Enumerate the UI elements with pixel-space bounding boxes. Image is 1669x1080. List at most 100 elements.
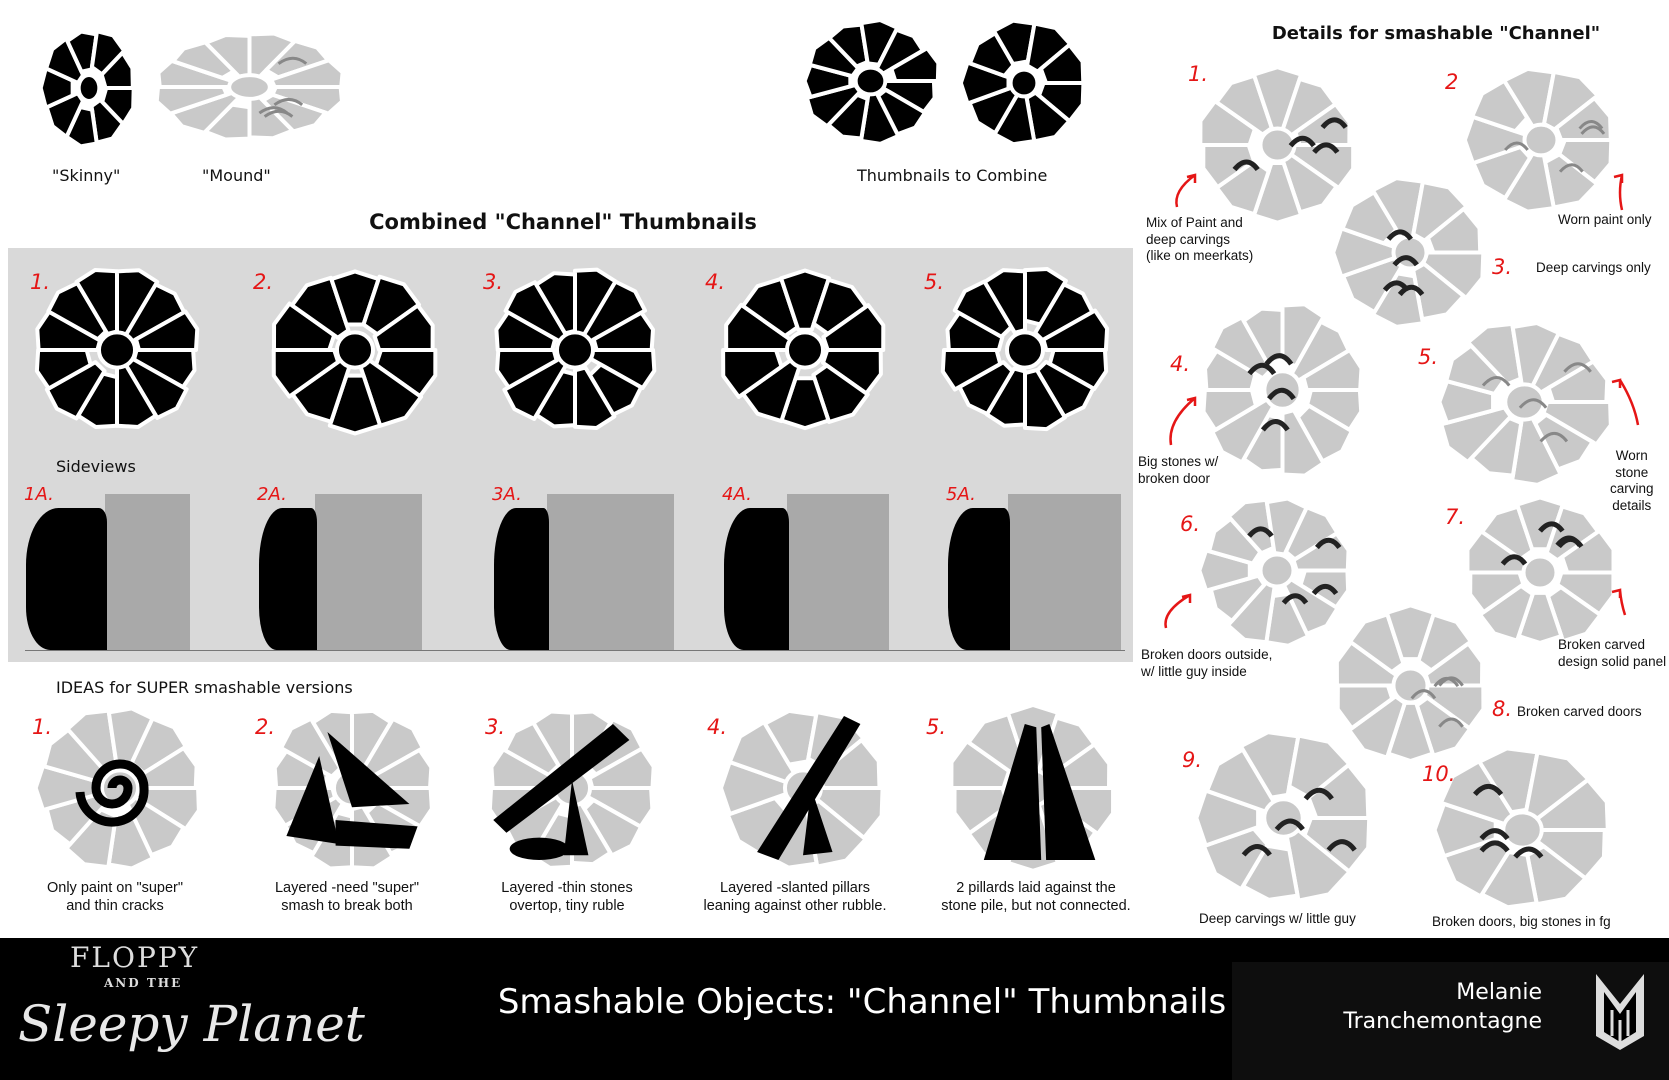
carving-mark bbox=[1518, 398, 1548, 409]
stone bbox=[96, 330, 138, 370]
stone bbox=[591, 310, 656, 352]
caption-line: leaning against other rubble. bbox=[703, 898, 887, 914]
ground-line bbox=[25, 650, 1125, 651]
stone bbox=[1041, 308, 1110, 352]
stone bbox=[957, 360, 1015, 416]
idea-number: 1. bbox=[32, 715, 53, 739]
note-line: Broken carved doors bbox=[1517, 704, 1642, 719]
ideas-title: IDEAS for SUPER smashable versions bbox=[56, 678, 353, 697]
carving-mark bbox=[1500, 554, 1528, 566]
stone bbox=[807, 35, 861, 79]
sideview-shadow bbox=[1008, 494, 1121, 650]
stone bbox=[495, 348, 559, 390]
stone bbox=[1554, 96, 1613, 142]
combine-thumbnail-a bbox=[802, 18, 941, 146]
stone bbox=[958, 60, 1011, 106]
stone bbox=[554, 330, 596, 370]
carving-mark bbox=[1326, 839, 1357, 852]
note-line: (like on meerkats) bbox=[1146, 248, 1254, 263]
idea-thumbnail-1 bbox=[33, 706, 201, 871]
carving-mark bbox=[1281, 593, 1309, 605]
detail-number: 1. bbox=[1188, 62, 1209, 86]
stone bbox=[1226, 497, 1276, 556]
carving-mark bbox=[1314, 537, 1342, 550]
note-line: Worn paint only bbox=[1558, 212, 1652, 227]
stone bbox=[503, 720, 561, 777]
stone bbox=[44, 360, 107, 421]
stone bbox=[949, 739, 1012, 790]
detail-number: 10. bbox=[1422, 762, 1456, 786]
stone bbox=[106, 810, 155, 871]
sideview-shadow bbox=[547, 494, 674, 650]
combine-thumbnail-b bbox=[958, 18, 1086, 147]
carving-mark bbox=[1563, 362, 1592, 373]
stone bbox=[740, 276, 800, 338]
author-name: Melanie Tranchemontagne bbox=[1343, 978, 1542, 1036]
sideview-number: 3A. bbox=[492, 484, 522, 505]
sideview-stones bbox=[26, 508, 107, 650]
carving-mark bbox=[1241, 843, 1272, 857]
thumbnail-number: 1. bbox=[30, 270, 51, 294]
carving-mark bbox=[1538, 521, 1565, 533]
combined-thumbnail-3 bbox=[494, 267, 657, 431]
note-line: Mix of Paint and bbox=[1146, 215, 1243, 230]
stone bbox=[1004, 330, 1046, 370]
idea-number: 4. bbox=[707, 715, 728, 739]
stone bbox=[1477, 583, 1535, 643]
stone bbox=[271, 348, 341, 399]
stone bbox=[1214, 159, 1271, 217]
stone bbox=[227, 73, 272, 101]
caption-line: stone pile, but not connected. bbox=[941, 898, 1131, 914]
stone bbox=[1416, 612, 1473, 673]
carving-mark bbox=[1472, 783, 1504, 797]
note-line: Deep carvings only bbox=[1536, 260, 1651, 275]
stone bbox=[76, 371, 119, 430]
carving-mark bbox=[1386, 229, 1413, 241]
stone bbox=[1525, 844, 1588, 907]
detail-thumbnail-6 bbox=[1197, 496, 1351, 648]
stone bbox=[1203, 348, 1258, 392]
sideview-3 bbox=[490, 494, 674, 650]
stone bbox=[1444, 343, 1507, 396]
stone bbox=[1477, 746, 1540, 815]
stone bbox=[1466, 321, 1523, 387]
stone bbox=[372, 303, 435, 352]
note-line: broken door bbox=[1138, 470, 1211, 486]
detail-thumbnail-7 bbox=[1465, 495, 1616, 645]
carving-mark bbox=[263, 109, 294, 118]
stone bbox=[573, 365, 617, 431]
idea-number: 3. bbox=[485, 715, 506, 739]
detail-note: Broken carved doors bbox=[1517, 704, 1642, 721]
carving-mark bbox=[1312, 142, 1340, 155]
stone bbox=[1470, 78, 1530, 134]
detail-number: 9. bbox=[1182, 748, 1203, 772]
stone bbox=[821, 303, 886, 352]
skinny-thumbnail bbox=[38, 29, 136, 149]
idea-thumbnail-5 bbox=[949, 703, 1116, 873]
detail-number: 4. bbox=[1170, 352, 1191, 376]
stone bbox=[1201, 826, 1270, 892]
stone bbox=[99, 50, 135, 90]
stone bbox=[1335, 683, 1395, 731]
carving-mark bbox=[1392, 255, 1419, 267]
thumbnail-number: 2. bbox=[253, 270, 274, 294]
stone bbox=[1295, 403, 1354, 464]
stone bbox=[1008, 67, 1040, 99]
carving-mark bbox=[1247, 526, 1274, 538]
stone bbox=[203, 102, 252, 142]
carving-mark bbox=[1382, 280, 1410, 292]
detail-note: Broken doors outside, w/ little guy insi… bbox=[1141, 647, 1272, 680]
stone bbox=[1241, 413, 1285, 474]
caption-line: smash to break both bbox=[281, 898, 413, 914]
combined-thumbnail-1 bbox=[34, 268, 200, 430]
stone bbox=[1522, 122, 1560, 158]
pillar bbox=[327, 732, 410, 808]
note-line: design solid panel bbox=[1558, 653, 1667, 669]
detail-note: Broken doors, big stones in fg bbox=[1432, 914, 1611, 931]
idea-thumbnail-3 bbox=[487, 709, 656, 870]
carving-mark bbox=[1578, 120, 1604, 130]
